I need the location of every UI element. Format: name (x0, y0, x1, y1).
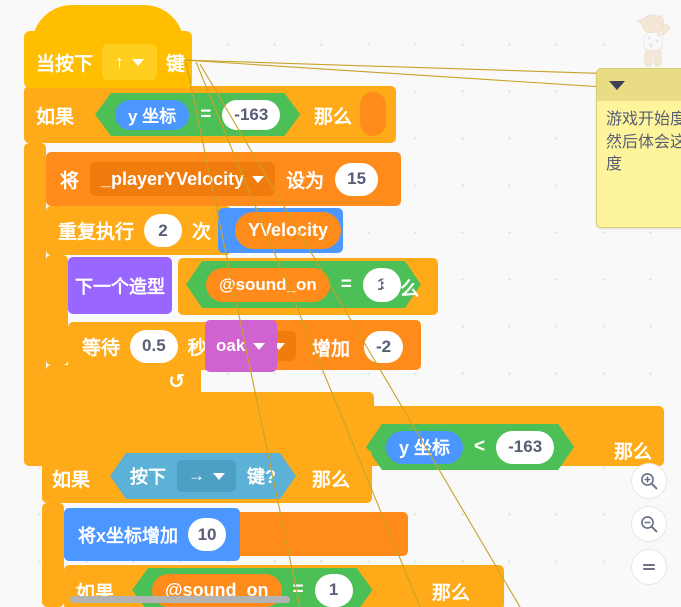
change-x-value-input[interactable]: 10 (188, 518, 227, 551)
hat-block-contents: 当按下 ↑ 键 (36, 44, 185, 80)
dragged-velocity-reporter[interactable]: YVelocity (235, 212, 342, 249)
set-variable-block[interactable]: 将 _playerYVelocity 设为 15 (46, 152, 401, 206)
repeat-times-input[interactable]: 2 (144, 214, 183, 247)
y-position-reporter-2[interactable]: y 坐标 (386, 431, 463, 464)
if-block-1-right-nub (360, 92, 386, 136)
if-block-3-then: 那么 (312, 470, 351, 491)
key-pressed-sensing-block[interactable]: 按下 → 键? (110, 453, 296, 499)
next-costume-label: 下一个造型 (75, 276, 165, 297)
comment-text[interactable]: 游戏开始度，然后体会这两度 (606, 111, 681, 174)
comment-header-bar[interactable] (597, 69, 681, 101)
wait-suffix: 秒 (187, 337, 207, 359)
next-costume-block[interactable]: 下一个造型 (68, 257, 172, 314)
y-position-reporter-1[interactable]: y 坐标 (115, 100, 189, 130)
less-than-operator[interactable]: y 坐标 < -163 (366, 424, 574, 470)
key-select-label: → (188, 466, 205, 485)
hat-key-dropdown[interactable]: ↑ (102, 44, 158, 80)
chevron-down-icon (213, 473, 225, 480)
workspace-comment[interactable]: 游戏开始度，然后体会这两度 (596, 68, 681, 228)
if-block-3-spine (42, 503, 64, 607)
equals-value-input-1[interactable]: -163 (222, 100, 280, 130)
set-variable-keyword: 将 (60, 170, 80, 192)
key-pressed-prefix: 按下 (130, 467, 166, 487)
change-x-label: 将x坐标增加 (78, 525, 179, 546)
if-block-2-then: 那么 (614, 442, 653, 463)
dragged-change-by-input[interactable]: -2 (364, 331, 404, 363)
sprite-watermark (635, 13, 671, 67)
variable-dropdown[interactable]: _playerYVelocity (90, 162, 276, 196)
if-block-4-then: 那么 (432, 583, 471, 604)
triangle-down-icon[interactable] (609, 80, 625, 90)
key-select-dropdown[interactable]: → (177, 460, 236, 492)
wait-prefix: 等待 (82, 337, 121, 359)
sound-name-dropdown[interactable]: oak (205, 332, 276, 360)
sound-equals-value-input[interactable]: 1 (315, 574, 353, 607)
repeat-keyword: 重复执行 (58, 222, 135, 243)
equals-operator-1[interactable]: y 坐标 = -163 (95, 93, 300, 136)
dragged-sound-variable[interactable]: @sound_on (206, 268, 330, 302)
sound-equals-sign: = (292, 579, 304, 600)
equals-sign-1: = (200, 103, 212, 125)
chevron-down-icon (252, 175, 265, 183)
hat-dome (32, 5, 184, 45)
change-x-right-nub (228, 512, 408, 556)
hat-prefix: 当按下 (36, 53, 94, 75)
loop-arrow-icon: ↺ (168, 370, 185, 393)
zoom-in-button[interactable] (631, 463, 667, 499)
if-block-1-keyword: 如果 (36, 107, 75, 128)
less-than-value-input[interactable]: -163 (496, 431, 554, 464)
dragged-equals-sign: = (340, 273, 352, 295)
dragged-change-by-label: 增加 (312, 339, 351, 360)
repeat-block-contents: 重复执行 2 次 (58, 214, 211, 247)
set-variable-setto-label: 设为 (286, 170, 325, 192)
repeat-block-spine (46, 255, 68, 365)
horizontal-scrollbar[interactable] (70, 596, 290, 603)
set-variable-value-input[interactable]: 15 (335, 162, 379, 196)
wait-seconds-input[interactable]: 0.5 (130, 329, 178, 363)
if-block-3-keyword: 如果 (52, 470, 91, 491)
dragged-if-then-label: 那么 (381, 279, 420, 300)
zoom-out-button[interactable] (631, 506, 667, 542)
less-than-sign: < (474, 436, 486, 457)
variable-dropdown-label: _playerYVelocity (101, 168, 245, 189)
if-block-1-spine (24, 143, 46, 406)
chevron-down-icon (132, 58, 145, 66)
repeat-block-footer: ↺ (46, 365, 201, 397)
sound-name-label: oak (216, 336, 246, 355)
key-pressed-suffix: 键? (247, 467, 276, 487)
if-block-1-then: 那么 (314, 107, 353, 128)
zoom-reset-button[interactable] (631, 549, 667, 585)
repeat-suffix: 次 (192, 222, 212, 243)
zoom-out-icon (641, 516, 658, 533)
change-x-block[interactable]: 将x坐标增加 10 (64, 508, 240, 561)
zoom-reset-icon (643, 564, 655, 570)
hat-key-label: ↑ (115, 51, 125, 72)
chevron-down-icon (253, 342, 266, 350)
zoom-in-icon (641, 473, 658, 490)
hat-suffix: 键 (166, 53, 186, 75)
